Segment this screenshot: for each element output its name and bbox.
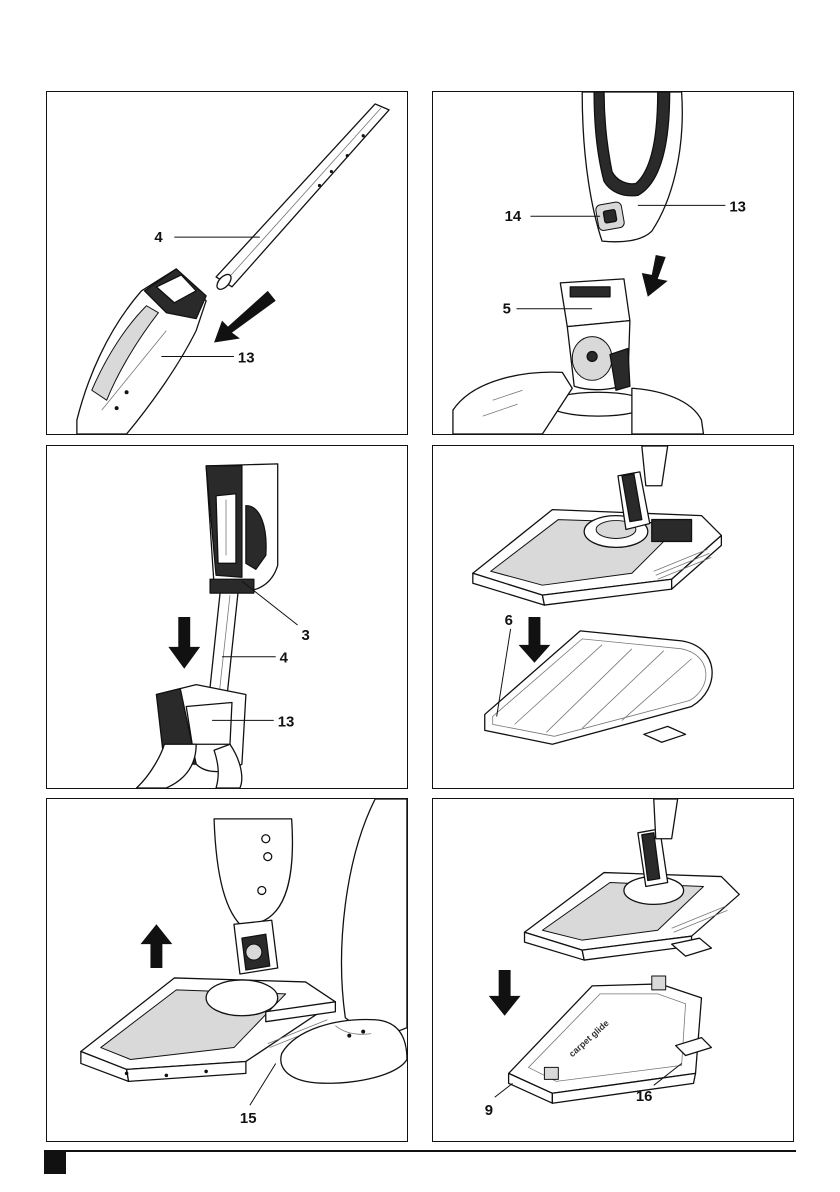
callout-label: 13 (278, 714, 295, 730)
arrow-icon (519, 617, 551, 663)
callout-label: 15 (240, 1111, 257, 1127)
cloth-part (485, 631, 712, 744)
tube-part (214, 104, 389, 292)
callout-label: 16 (636, 1089, 653, 1105)
lower-handle-part (137, 685, 246, 788)
callout-label: 5 (503, 302, 511, 318)
callout-label: 13 (238, 350, 255, 366)
figure-panel-e: 15 (46, 798, 408, 1142)
upper-handle-part (206, 464, 278, 593)
figure-e-illustration: 15 (47, 799, 407, 1141)
callout-label: 4 (154, 230, 163, 246)
figure-a-illustration: 4 13 (47, 92, 407, 434)
arrow-icon (168, 617, 200, 669)
figure-panel-c: 3 4 13 (46, 445, 408, 789)
callout-label: 6 (505, 613, 513, 629)
callout-label: 3 (302, 628, 310, 644)
arrow-icon (642, 255, 668, 297)
figure-panel-b: 14 13 5 (432, 91, 794, 435)
arrow-icon (141, 924, 173, 968)
arrow-icon (214, 291, 276, 343)
figure-panel-d: 6 (432, 445, 794, 789)
page-marker-box (44, 1152, 66, 1174)
mop-head-part (473, 446, 722, 605)
figure-b-illustration: 14 13 5 (433, 92, 793, 434)
figure-panel-a: 4 13 (46, 91, 408, 435)
handle-part (77, 269, 206, 434)
handle-part (582, 92, 682, 242)
callout-label: 14 (505, 209, 522, 225)
figure-c-illustration: 3 4 13 (47, 446, 407, 788)
foot-part (281, 799, 407, 1083)
callout-label: 13 (729, 199, 746, 215)
figure-f-illustration: carpet glide 9 16 (433, 799, 793, 1141)
footer-rule (44, 1150, 796, 1152)
arrow-icon (489, 970, 521, 1016)
mop-head-part (525, 799, 740, 960)
carpet-glide-part: carpet glide (509, 976, 712, 1103)
callout-label: 4 (280, 651, 289, 667)
handle-part (214, 819, 292, 974)
connector-part (453, 279, 704, 434)
figure-d-illustration: 6 (433, 446, 793, 788)
callout-label: 9 (485, 1103, 493, 1119)
figure-panel-f: carpet glide 9 16 (432, 798, 794, 1142)
